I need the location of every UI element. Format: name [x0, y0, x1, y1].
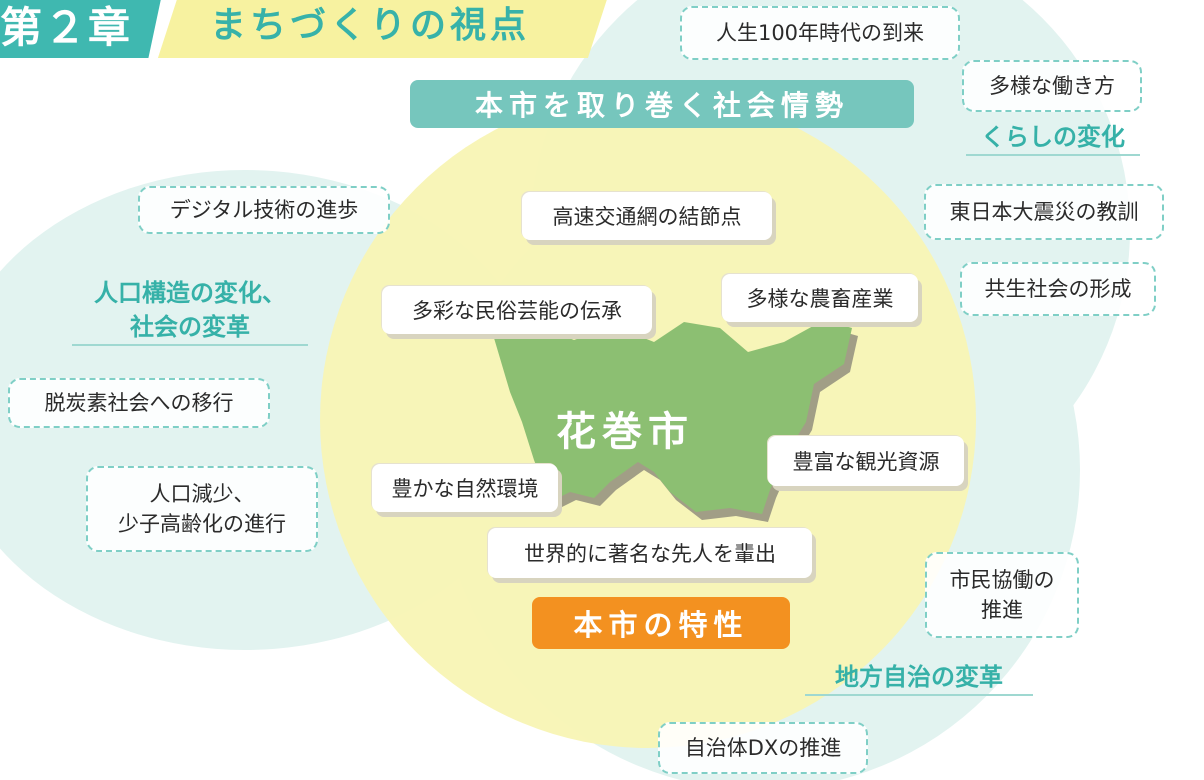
social-trends-label: 本市を取り巻く社会情勢 [410, 80, 914, 128]
city-item-transport-hub: 高速交通網の結節点 [522, 192, 772, 240]
population-change-heading: 人口構造の変化、 社会の変革 [72, 276, 308, 346]
trend-item-citizen-collab: 市民協働の 推進 [925, 552, 1079, 638]
trend-item-municipal-dx: 自治体DXの推進 [658, 722, 868, 774]
trend-item-decarbonization: 脱炭素社会への移行 [8, 378, 270, 428]
life-change-heading: くらしの変化 [966, 120, 1140, 156]
city-item-agriculture: 多様な農畜産業 [722, 274, 918, 322]
city-item-tourism: 豊富な観光資源 [768, 436, 964, 486]
chapter-number: 第２章 [0, 3, 133, 52]
city-item-nature: 豊かな自然環境 [372, 464, 558, 512]
city-item-folk-arts: 多彩な民俗芸能の伝承 [382, 286, 652, 334]
trend-item-inclusive-society: 共生社会の形成 [960, 262, 1156, 316]
city-map [494, 320, 852, 514]
city-traits-label: 本市の特性 [532, 597, 790, 649]
trend-item-diverse-work: 多様な働き方 [962, 60, 1142, 112]
trend-item-aging-population: 人口減少、 少子高齢化の進行 [86, 466, 318, 552]
chapter-title: まちづくりの視点 [210, 5, 531, 46]
city-item-notable-people: 世界的に著名な先人を輩出 [488, 528, 812, 578]
trend-item-earthquake-lesson: 東日本大震災の教訓 [924, 184, 1164, 240]
trend-item-digital-progress: デジタル技術の進歩 [138, 186, 390, 234]
trend-item-life100: 人生100年時代の到来 [680, 6, 960, 60]
local-autonomy-heading: 地方自治の変革 [805, 660, 1033, 696]
city-name-label: 花巻市 [556, 408, 694, 455]
